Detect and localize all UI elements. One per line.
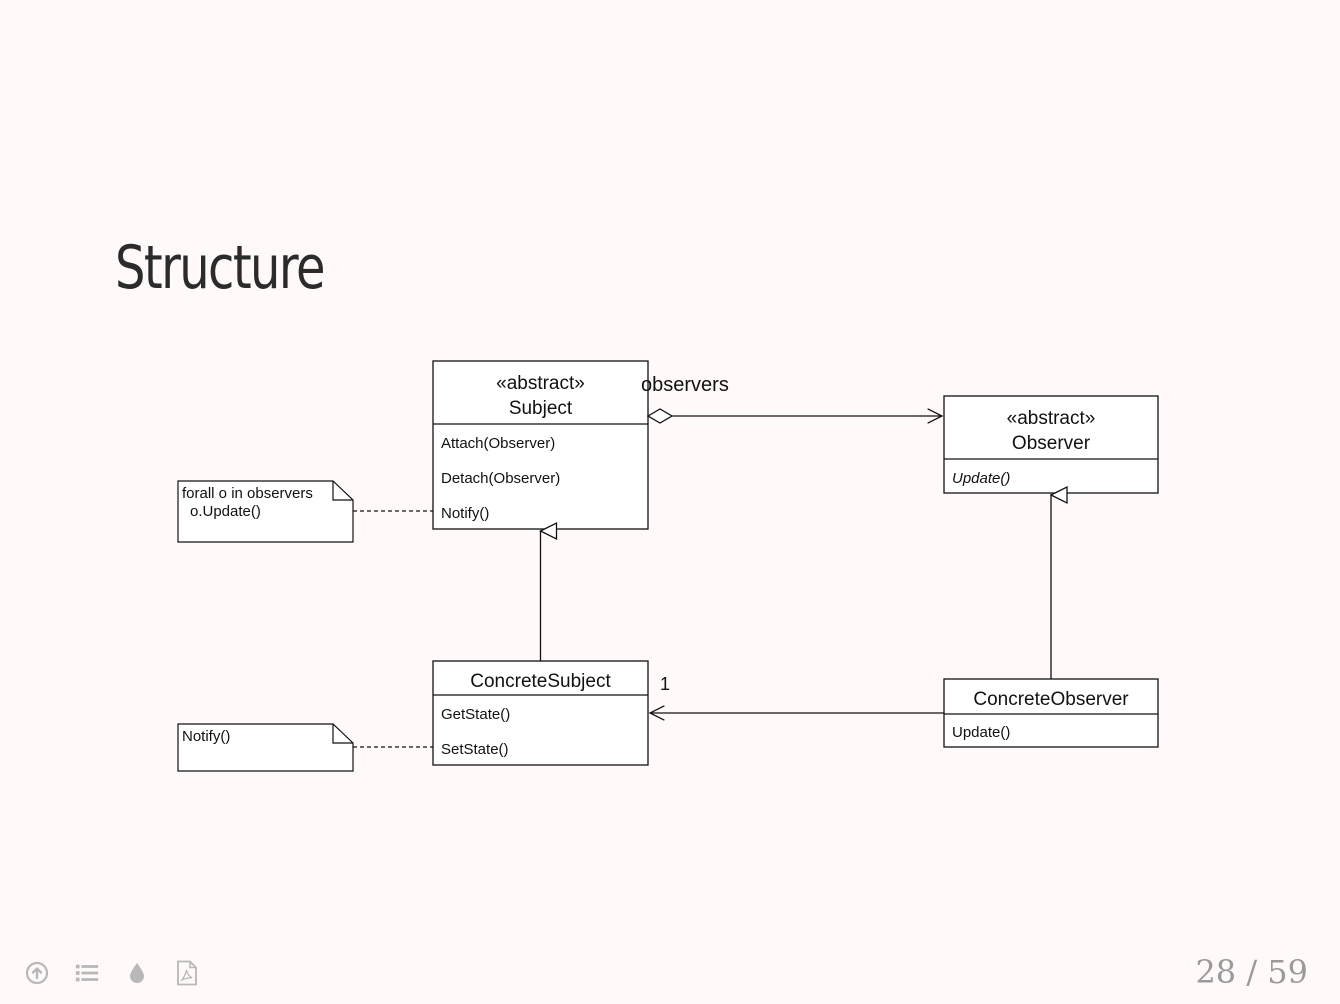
note-line-1: Notify() — [182, 728, 230, 745]
note-fold — [332, 481, 353, 501]
class-subject-box — [432, 360, 649, 530]
class-subject-stereotype: «abstract» — [496, 373, 585, 394]
note-line-1: forall o in observers — [182, 485, 313, 502]
operation-setstate: SetState() — [441, 741, 509, 758]
operation-update-concrete: Update() — [952, 724, 1010, 741]
class-subject-name: Subject — [509, 398, 573, 419]
note-fold — [332, 724, 353, 744]
aggregation-diamond-icon — [646, 408, 674, 424]
theme-button[interactable] — [124, 959, 150, 987]
class-observer-stereotype: «abstract» — [1007, 408, 1096, 429]
toc-icon — [75, 964, 99, 982]
theme-icon — [130, 963, 144, 983]
operation-attach: Attach(Observer) — [441, 435, 555, 452]
pdf-icon — [177, 960, 197, 986]
association-subject: 1 — [648, 674, 944, 721]
note-shape — [177, 480, 354, 543]
aggregation-role-label: observers — [641, 374, 729, 396]
class-concrete-observer: ConcreteObserver Update() — [943, 678, 1159, 748]
operation-notify: Notify() — [441, 505, 489, 522]
note-setstate-implementation: Notify() — [177, 723, 354, 772]
operation-getstate: GetState() — [441, 706, 510, 723]
slide-title: Structure — [115, 233, 326, 303]
association-multiplicity: 1 — [660, 674, 670, 694]
class-observer: «abstract» Observer Update() — [943, 395, 1159, 494]
slide-toolbar — [24, 958, 224, 988]
class-concrete-subject: ConcreteSubject GetState() SetState() — [432, 660, 649, 766]
class-subject: «abstract» Subject Attach(Observer) Deta… — [432, 360, 649, 530]
operation-update-abstract: Update() — [952, 470, 1010, 487]
note-line-2: o.Update() — [190, 503, 261, 520]
class-concrete-subject-name: ConcreteSubject — [470, 671, 611, 692]
overview-button[interactable] — [24, 959, 50, 987]
page-number: 28 / 59 — [1195, 953, 1308, 991]
overview-icon — [25, 961, 49, 985]
note-notify-implementation: forall o in observers o.Update() — [177, 480, 354, 543]
operation-detach: Detach(Observer) — [441, 470, 560, 487]
toc-button[interactable] — [74, 959, 100, 987]
note-shape — [177, 723, 354, 772]
class-concrete-observer-name: ConcreteObserver — [973, 689, 1129, 710]
aggregation-observers: observers — [641, 374, 944, 424]
pdf-button[interactable] — [174, 959, 200, 987]
class-observer-name: Observer — [1012, 433, 1091, 454]
